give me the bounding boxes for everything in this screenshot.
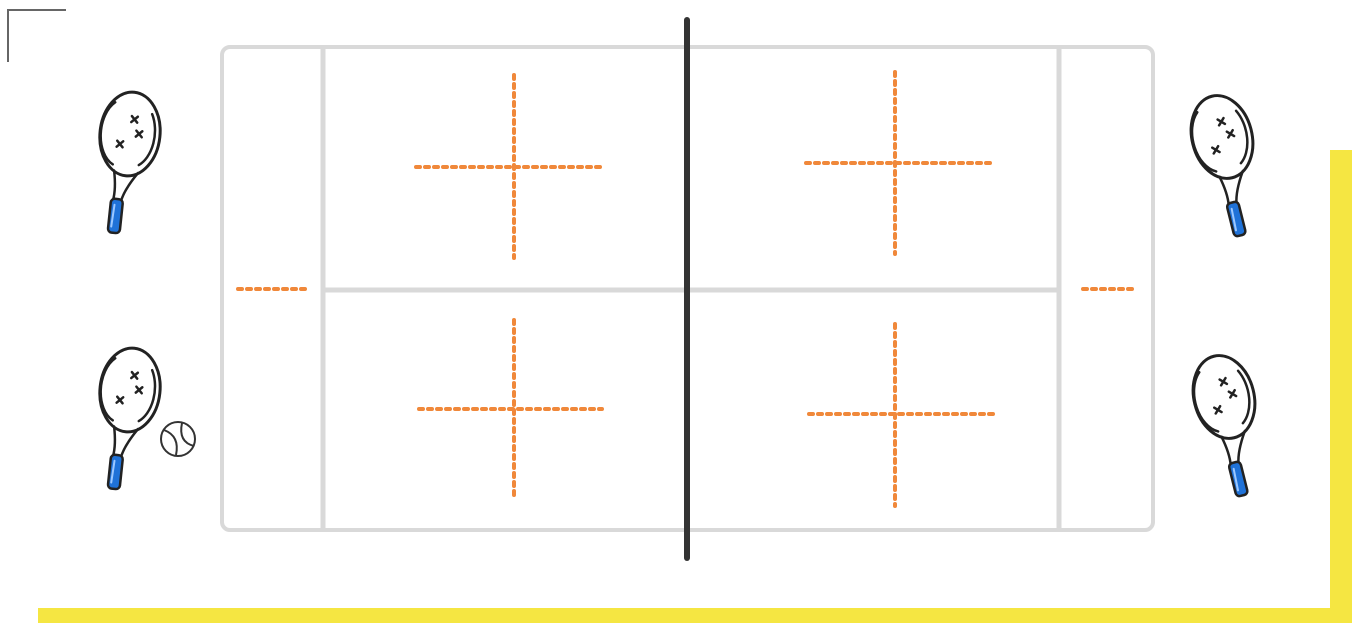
tennis-racket-icon bbox=[90, 89, 165, 236]
marker-right-bottom bbox=[809, 324, 993, 506]
marker-right-top bbox=[806, 72, 990, 254]
marker-left-top bbox=[416, 75, 600, 258]
tennis-racket-icon bbox=[1183, 89, 1276, 241]
tennis-ball-icon bbox=[161, 422, 195, 456]
tennis-racket-icon bbox=[90, 345, 165, 492]
tennis-racket-icon bbox=[1185, 349, 1278, 501]
marker-left-bottom bbox=[419, 320, 602, 500]
corner-mark bbox=[8, 10, 66, 62]
accent-frame-bottom bbox=[38, 608, 1352, 623]
accent-frame-right bbox=[1330, 150, 1352, 615]
